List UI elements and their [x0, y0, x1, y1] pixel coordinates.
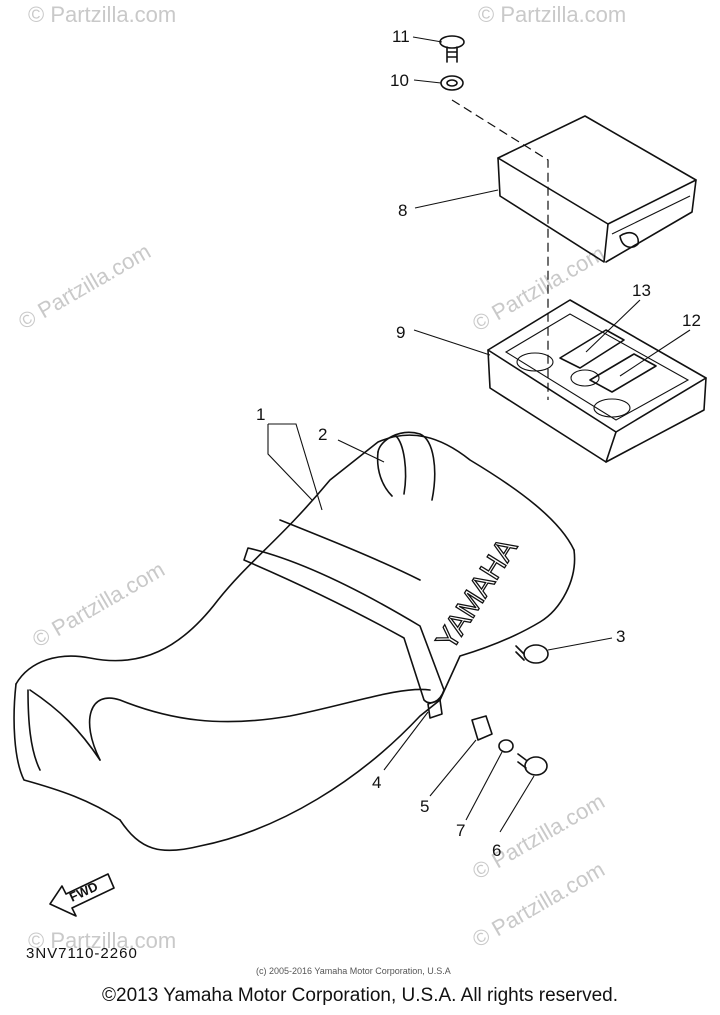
callout-8: 8 — [398, 201, 407, 220]
watermark: © Partzilla.com — [28, 928, 176, 953]
callout-3: 3 — [616, 627, 625, 646]
bracket-part-2 — [376, 431, 436, 501]
washer-part-10 — [440, 75, 464, 91]
watermark: © Partzilla.com — [28, 2, 176, 27]
callout-13: 13 — [632, 281, 651, 300]
bolt-part-3 — [515, 644, 549, 664]
leader-lines — [267, 36, 691, 833]
callout-2: 2 — [318, 425, 327, 444]
bracket-part-4 — [427, 699, 443, 719]
copyright-notice: ©2013 Yamaha Motor Corporation, U.S.A. A… — [102, 985, 618, 1006]
watermark: © Partzilla.com — [468, 241, 609, 337]
fwd-arrow: FWD — [49, 873, 115, 917]
washer-part-7 — [498, 739, 514, 753]
fwd-label: FWD — [67, 879, 100, 905]
plate-part-12 — [589, 353, 657, 393]
assembly-line — [451, 99, 549, 400]
diagram-part-number: 3NV7110-2260 — [26, 945, 138, 962]
box-lid-part-8 — [497, 115, 697, 263]
fine-print: (c) 2005-2016 Yamaha Motor Corporation, … — [256, 966, 451, 976]
seat-part-1 — [13, 434, 576, 852]
watermark: © Partzilla.com — [14, 239, 155, 335]
clip-part-5 — [471, 715, 493, 741]
callout-1: 1 — [256, 405, 265, 424]
callout-5: 5 — [420, 797, 429, 816]
callout-10: 10 — [390, 71, 409, 90]
bolt-part-6 — [517, 753, 548, 776]
watermark: © Partzilla.com — [28, 557, 169, 653]
watermark: © Partzilla.com — [478, 2, 626, 27]
callout-7: 7 — [456, 821, 465, 840]
bolt-part-11 — [439, 35, 465, 63]
callout-12: 12 — [682, 311, 701, 330]
callout-9: 9 — [396, 323, 405, 342]
label-part-13 — [559, 329, 625, 369]
callout-6: 6 — [492, 841, 501, 860]
callout-11: 11 — [392, 27, 410, 46]
callout-4: 4 — [372, 773, 381, 792]
box-tray-part-9 — [487, 299, 707, 463]
